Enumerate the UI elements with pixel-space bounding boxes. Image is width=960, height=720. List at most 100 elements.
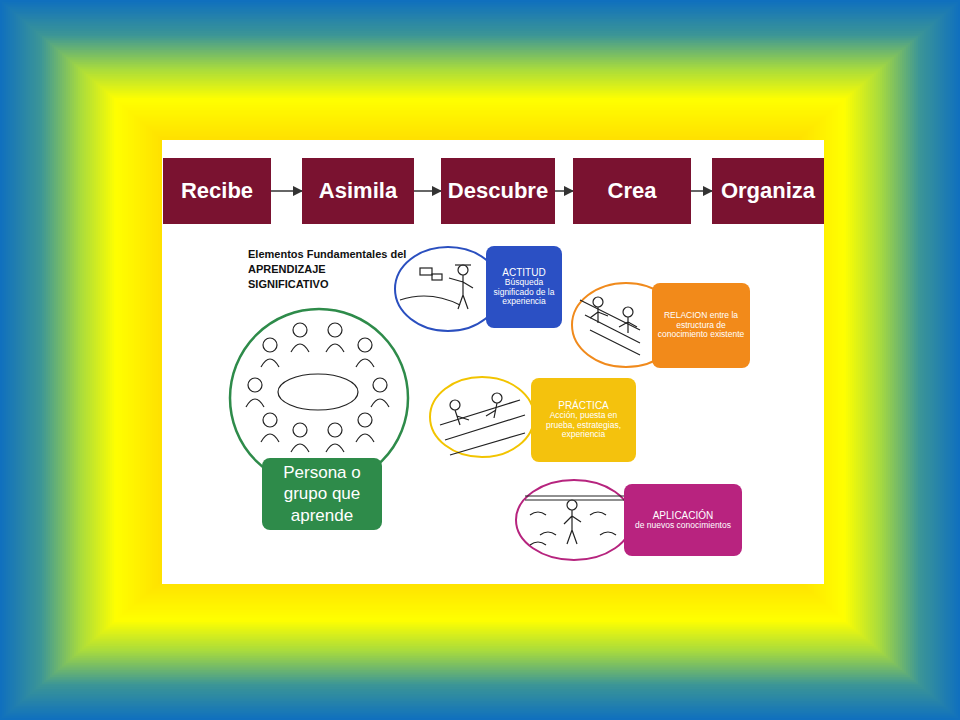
frame-band	[32, 28, 928, 693]
frame-band	[12, 10, 948, 709]
card-heading: PRÁCTICA	[558, 400, 609, 411]
frame-band	[26, 22, 934, 697]
frame-band	[42, 36, 918, 684]
card-heading: ACTITUD	[502, 267, 545, 278]
frame-band	[134, 115, 826, 605]
frame-band	[120, 103, 840, 617]
frame-band	[128, 110, 832, 610]
frame-band	[104, 89, 856, 630]
practica-sketch	[440, 393, 525, 455]
step-label: Recibe	[181, 178, 253, 204]
frame-band	[50, 43, 910, 677]
frame-band	[16, 14, 944, 706]
card-text: de nuevos conocimientos	[635, 521, 731, 531]
frame-band	[126, 108, 834, 611]
frame-band	[102, 88, 858, 633]
frame-band	[54, 46, 906, 673]
frame-band	[22, 19, 938, 701]
frame-band	[112, 96, 848, 623]
frame-band	[116, 100, 844, 620]
frame-band	[34, 29, 926, 691]
frame-band	[136, 117, 824, 603]
card-text: Persona o grupo que aprende	[267, 462, 377, 526]
frame-band	[92, 79, 868, 641]
process-box: Crea	[573, 158, 691, 224]
practica-circle	[430, 377, 534, 457]
frame-band	[94, 81, 866, 639]
frame-band	[66, 57, 894, 663]
frame-band	[96, 83, 864, 638]
frame-band	[28, 24, 932, 696]
frame-band	[80, 69, 880, 651]
frame-band	[56, 48, 904, 672]
frame-band	[84, 72, 876, 648]
aplicacion-sketch	[525, 496, 625, 545]
actitud-sketch	[400, 265, 473, 309]
frame-band	[52, 45, 908, 676]
frame-band	[118, 101, 842, 618]
frame-band	[100, 86, 860, 634]
frame-band	[20, 17, 940, 703]
frame-band	[38, 33, 922, 688]
frame-band	[44, 38, 916, 682]
frame-band	[24, 21, 936, 700]
element-card: PRÁCTICAAcción, puesta en prueba, estrat…	[531, 378, 636, 462]
frame-band	[62, 53, 898, 666]
frame-band	[124, 107, 836, 614]
card-heading: APLICACIÓN	[653, 510, 714, 521]
frame-band	[114, 98, 846, 622]
frame-band	[10, 9, 950, 712]
frame-band	[4, 3, 956, 716]
step-label: Descubre	[448, 178, 548, 204]
card-text: Acción, puesta en prueba, estrategias, e…	[536, 411, 631, 440]
card-text: Búsqueda significado de la experiencia	[491, 278, 557, 307]
frame-band	[48, 41, 912, 678]
frame-band	[8, 7, 952, 713]
frame-band	[14, 12, 946, 708]
frame-band	[78, 67, 882, 653]
process-box: Organiza	[712, 158, 824, 224]
frame-band	[64, 55, 896, 665]
group-sketch	[246, 323, 389, 452]
frame-band	[60, 52, 900, 669]
frame-band	[76, 65, 884, 654]
relacion-sketch	[580, 297, 640, 355]
frame-band	[46, 40, 914, 681]
step-label: Crea	[608, 178, 657, 204]
aplicacion-circle	[516, 480, 632, 560]
frame-band	[6, 5, 954, 715]
step-label: Organiza	[721, 178, 815, 204]
frame-band	[108, 93, 852, 627]
frame-band	[30, 26, 930, 694]
frame-band	[98, 84, 862, 635]
frame-band	[90, 77, 870, 642]
frame-band	[74, 64, 886, 657]
frame-band	[40, 34, 920, 685]
process-box: Descubre	[441, 158, 555, 224]
step-label: Asimila	[319, 178, 397, 204]
frame-band	[132, 114, 828, 607]
frame-band	[70, 60, 890, 660]
frame-band	[122, 105, 838, 615]
process-box: Asimila	[302, 158, 414, 224]
frame-band	[36, 31, 924, 689]
flow-arrow	[555, 190, 573, 192]
section-heading: Elementos Fundamentales del APRENDIZAJE …	[248, 247, 408, 292]
element-card: RELACION entre la estructura de conocimi…	[652, 283, 750, 368]
frame-band	[58, 50, 902, 670]
flow-arrow	[691, 190, 712, 192]
flow-arrow	[271, 190, 302, 192]
process-box: Recibe	[163, 158, 271, 224]
frame-band	[88, 76, 872, 645]
frame-band	[68, 58, 892, 661]
element-card: Persona o grupo que aprende	[262, 458, 382, 530]
frame-band	[130, 112, 830, 608]
flow-arrow	[414, 190, 441, 192]
card-text: RELACION entre la estructura de conocimi…	[657, 311, 745, 340]
frame-band	[82, 71, 878, 650]
